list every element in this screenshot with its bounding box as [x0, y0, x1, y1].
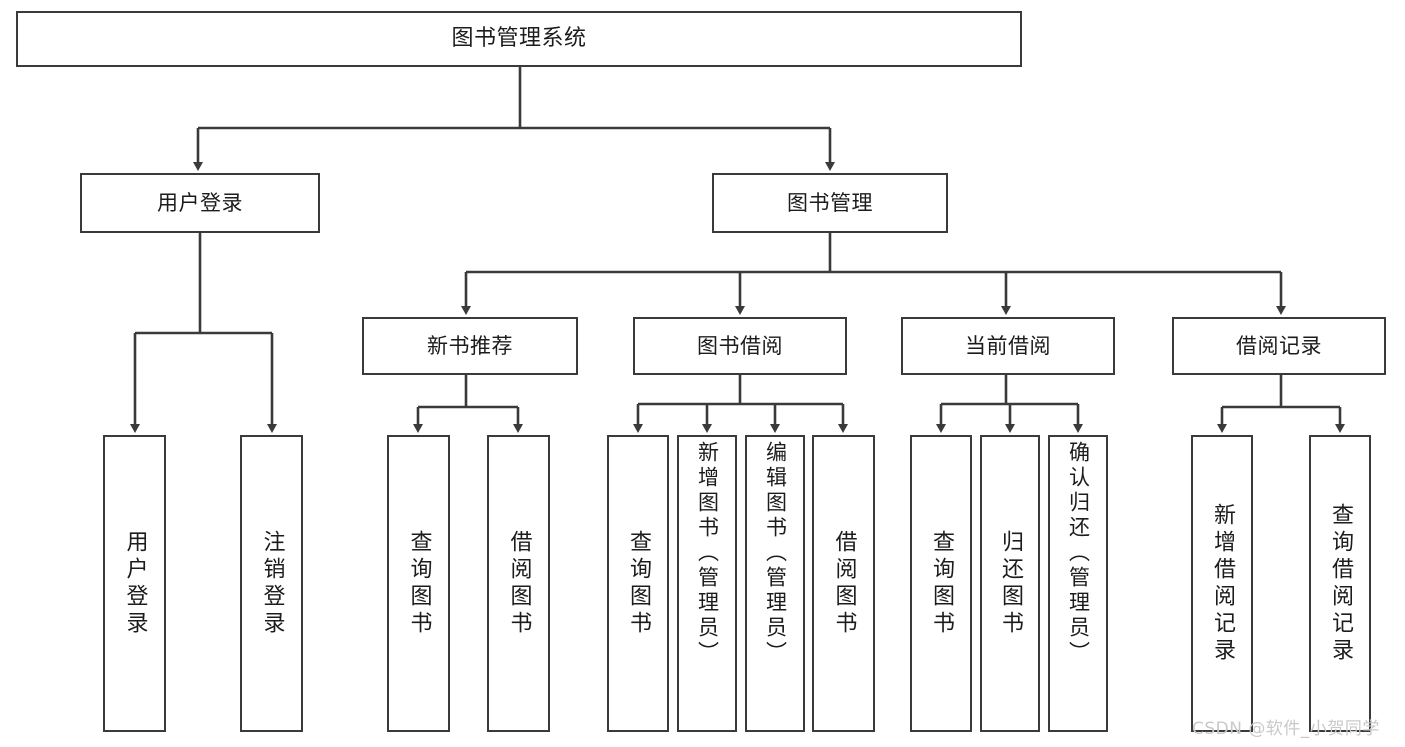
node-book-borrow[interactable]: 图书借阅 — [633, 317, 847, 375]
node-leaf-query-book-borrow-label: 查询图书 — [626, 529, 651, 638]
node-leaf-confirm-return-label: 确认归还（管理员） — [1066, 441, 1091, 666]
node-leaf-return-book-label: 归还图书 — [998, 529, 1023, 638]
node-leaf-query-record-label: 查询借阅记录 — [1328, 502, 1353, 665]
node-current-borrow-label: 当前借阅 — [965, 333, 1051, 358]
node-leaf-return-book[interactable]: 归还图书 — [980, 435, 1040, 732]
node-leaf-add-record[interactable]: 新增借阅记录 — [1191, 435, 1253, 732]
node-leaf-edit-book[interactable]: 编辑图书（管理员） — [745, 435, 805, 732]
node-leaf-user-login-label: 用户登录 — [122, 529, 148, 638]
node-leaf-add-book-label: 新增图书（管理员） — [695, 441, 720, 666]
node-borrow-record[interactable]: 借阅记录 — [1172, 317, 1386, 375]
node-user-login[interactable]: 用户登录 — [80, 173, 320, 233]
node-book-manage-label: 图书管理 — [787, 190, 873, 215]
node-borrow-record-label: 借阅记录 — [1236, 333, 1322, 358]
node-leaf-add-book[interactable]: 新增图书（管理员） — [677, 435, 737, 732]
node-leaf-borrow-book-label: 借阅图书 — [831, 529, 857, 638]
node-leaf-query-book-borrow[interactable]: 查询图书 — [607, 435, 669, 732]
node-root-system-label: 图书管理系统 — [451, 26, 587, 52]
node-new-book-recommend-label: 新书推荐 — [427, 333, 513, 358]
node-leaf-query-book-recommend[interactable]: 查询图书 — [387, 435, 450, 732]
node-leaf-confirm-return[interactable]: 确认归还（管理员） — [1048, 435, 1108, 732]
node-book-manage[interactable]: 图书管理 — [712, 173, 948, 233]
node-leaf-logout-label: 注销登录 — [259, 529, 285, 638]
node-leaf-query-book-current-label: 查询图书 — [929, 529, 954, 638]
node-leaf-add-record-label: 新增借阅记录 — [1210, 502, 1235, 665]
node-leaf-query-book-current[interactable]: 查询图书 — [910, 435, 972, 732]
node-leaf-query-book-recommend-label: 查询图书 — [406, 529, 432, 638]
csdn-watermark: CSDN @软件_小贺同学 — [1192, 719, 1380, 739]
node-leaf-borrow-book-recommend[interactable]: 借阅图书 — [487, 435, 550, 732]
node-user-login-label: 用户登录 — [157, 190, 243, 215]
node-root-system[interactable]: 图书管理系统 — [16, 11, 1022, 67]
node-book-borrow-label: 图书借阅 — [697, 333, 783, 358]
node-new-book-recommend[interactable]: 新书推荐 — [362, 317, 578, 375]
node-leaf-borrow-book[interactable]: 借阅图书 — [812, 435, 875, 732]
node-current-borrow[interactable]: 当前借阅 — [901, 317, 1115, 375]
node-leaf-logout[interactable]: 注销登录 — [240, 435, 303, 732]
node-leaf-user-login[interactable]: 用户登录 — [103, 435, 166, 732]
node-leaf-query-record[interactable]: 查询借阅记录 — [1309, 435, 1371, 732]
node-leaf-borrow-book-recommend-label: 借阅图书 — [506, 529, 532, 638]
node-leaf-edit-book-label: 编辑图书（管理员） — [763, 441, 788, 666]
